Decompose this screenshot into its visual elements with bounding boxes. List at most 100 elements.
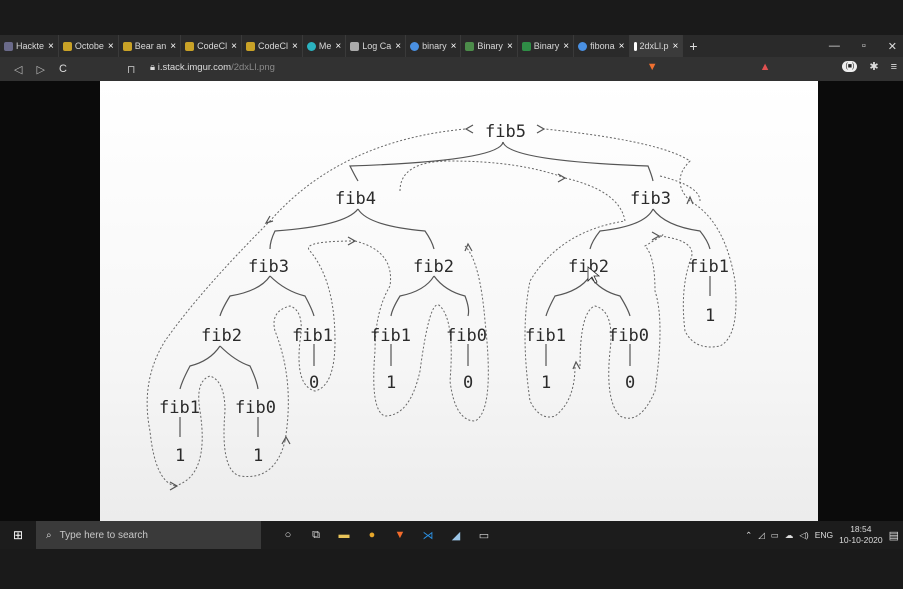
notepad-icon[interactable]: ◢ bbox=[451, 529, 461, 542]
google-icon bbox=[578, 41, 588, 51]
edge bbox=[357, 208, 435, 250]
tab-label: Bear an bbox=[134, 41, 167, 51]
close-icon[interactable]: × bbox=[291, 40, 298, 52]
battery-icon[interactable]: ▭ bbox=[770, 529, 779, 540]
browser-tab-active[interactable]: 2dxLl.p× bbox=[629, 35, 684, 57]
tree-node: fib2 bbox=[413, 257, 454, 277]
arrow-icon bbox=[651, 231, 661, 241]
tree-node: fib1 bbox=[292, 326, 333, 346]
close-icon[interactable]: × bbox=[231, 40, 237, 52]
codechef-icon bbox=[122, 41, 132, 51]
volume-icon[interactable]: ◁) bbox=[799, 529, 809, 540]
browser-tab[interactable]: Hackte× bbox=[0, 35, 59, 57]
cursor-icon bbox=[587, 266, 601, 284]
doc-icon bbox=[350, 41, 360, 51]
toolbar-right: ▼ ▲ (■) ✱ ≡ bbox=[646, 60, 897, 74]
close-icon[interactable]: × bbox=[506, 40, 513, 52]
arrow-icon bbox=[536, 124, 546, 134]
extensions-icon[interactable]: ✱ bbox=[869, 61, 879, 73]
arrow-icon bbox=[464, 242, 473, 252]
edge bbox=[545, 275, 591, 317]
leaf-value: 0 bbox=[309, 373, 319, 393]
imgur-icon bbox=[633, 41, 637, 51]
meet-icon bbox=[306, 41, 316, 51]
tree-node: fib1 bbox=[159, 398, 200, 418]
browser-tab[interactable]: Me× bbox=[303, 35, 347, 57]
task-view-icon[interactable]: ⧉ bbox=[312, 528, 320, 541]
tree-node: fib2 bbox=[201, 326, 242, 346]
windows-start-icon[interactable]: ⊞ bbox=[12, 528, 24, 542]
browser-tab[interactable]: Octobe× bbox=[59, 35, 119, 57]
dotted-path bbox=[659, 175, 701, 202]
browser-tab[interactable]: binary× bbox=[406, 35, 462, 57]
browser-tab[interactable]: CodeCl× bbox=[181, 35, 242, 57]
tab-label: binary bbox=[422, 41, 447, 51]
network-icon[interactable]: ◿ bbox=[758, 529, 765, 540]
dotted-path bbox=[524, 177, 626, 418]
browser-tab[interactable]: Binary× bbox=[518, 35, 575, 57]
menu-icon[interactable]: ≡ bbox=[890, 60, 897, 73]
close-icon[interactable]: × bbox=[395, 40, 402, 52]
system-tray: ⌃ ◿ ▭ ☁ ◁) ENG 18:54 10-10-2020 ▤ bbox=[745, 521, 899, 549]
new-tab-button[interactable]: + bbox=[689, 38, 698, 54]
brave-shield-icon[interactable]: ▼ bbox=[646, 60, 658, 73]
close-icon[interactable]: × bbox=[48, 40, 54, 52]
dotted-path bbox=[354, 240, 489, 422]
url-field[interactable]: 🔒︎ i.stack.imgur.com/2dxLl.png bbox=[150, 62, 275, 73]
tree-node: fib0 bbox=[446, 326, 487, 346]
notification-icon[interactable]: ▤ bbox=[888, 529, 899, 542]
tree-node: fib3 bbox=[248, 257, 289, 277]
back-icon[interactable]: ◁ bbox=[14, 63, 23, 76]
maximize-icon[interactable]: ▫ bbox=[861, 40, 866, 52]
browser-tab[interactable]: Bear an× bbox=[119, 35, 182, 57]
leaf-value: 1 bbox=[253, 446, 263, 466]
onedrive-icon[interactable]: ☁ bbox=[784, 529, 794, 540]
language-indicator[interactable]: ENG bbox=[814, 530, 834, 540]
search-placeholder: Type here to search bbox=[59, 529, 148, 541]
close-icon[interactable]: × bbox=[170, 40, 177, 52]
leaf-value: 1 bbox=[175, 446, 185, 466]
close-icon[interactable]: × bbox=[450, 40, 457, 52]
window-controls: — ▫ ✕ bbox=[829, 35, 897, 57]
cortana-icon[interactable]: ○ bbox=[284, 529, 292, 541]
bookmark-icon[interactable]: ⊓ bbox=[126, 63, 136, 76]
profile-avatar[interactable]: (■) bbox=[842, 61, 858, 72]
pinned-apps: ○ ⧉ ▬ ● ▼ ⋊ ◢ ▭ bbox=[279, 526, 493, 544]
edge bbox=[433, 275, 470, 317]
vscode-icon[interactable]: ⋊ bbox=[422, 529, 434, 542]
browser-tab[interactable]: Binary× bbox=[461, 35, 518, 57]
arrow-icon bbox=[572, 360, 581, 370]
edge bbox=[349, 141, 504, 182]
terminal-icon[interactable]: ▭ bbox=[478, 529, 490, 542]
minimize-icon[interactable]: — bbox=[828, 40, 840, 52]
browser-tab[interactable]: fibona× bbox=[574, 35, 630, 57]
chevron-up-icon[interactable]: ⌃ bbox=[745, 529, 753, 540]
close-icon[interactable]: × bbox=[107, 40, 114, 52]
tab-label: Binary bbox=[533, 41, 560, 51]
browser-tab[interactable]: Log Ca× bbox=[346, 35, 407, 57]
close-icon[interactable]: × bbox=[563, 40, 570, 52]
close-icon[interactable]: × bbox=[672, 40, 679, 52]
brave-rewards-icon[interactable]: ▲ bbox=[759, 60, 771, 73]
tab-strip: Hackte× Octobe× Bear an× CodeCl× CodeCl×… bbox=[0, 35, 903, 57]
bottom-black-bar bbox=[0, 549, 903, 589]
traversal-path bbox=[146, 128, 737, 487]
fibonacci-tree-image: fib5 fib4 fib3 fib3 fib2 fib2 fib1 fib2 … bbox=[100, 81, 818, 521]
chrome-icon[interactable]: ● bbox=[368, 529, 376, 541]
leaf-value: 0 bbox=[625, 373, 635, 393]
taskbar-search[interactable]: ⌕ Type here to search bbox=[36, 521, 261, 549]
file-explorer-icon[interactable]: ▬ bbox=[338, 529, 350, 541]
clock-date: 10-10-2020 bbox=[839, 535, 883, 545]
browser-tab[interactable]: CodeCl× bbox=[242, 35, 303, 57]
close-window-icon[interactable]: ✕ bbox=[887, 40, 897, 53]
tree-node: fib5 bbox=[485, 122, 526, 142]
reload-icon[interactable]: C bbox=[58, 63, 67, 75]
close-icon[interactable]: × bbox=[618, 40, 625, 52]
close-icon[interactable]: × bbox=[335, 40, 342, 52]
clock[interactable]: 18:54 10-10-2020 bbox=[839, 524, 882, 546]
edge bbox=[269, 275, 315, 317]
edge bbox=[179, 345, 221, 390]
edge bbox=[502, 141, 654, 182]
brave-icon[interactable]: ▼ bbox=[394, 529, 406, 541]
forward-icon[interactable]: ▷ bbox=[36, 63, 45, 76]
